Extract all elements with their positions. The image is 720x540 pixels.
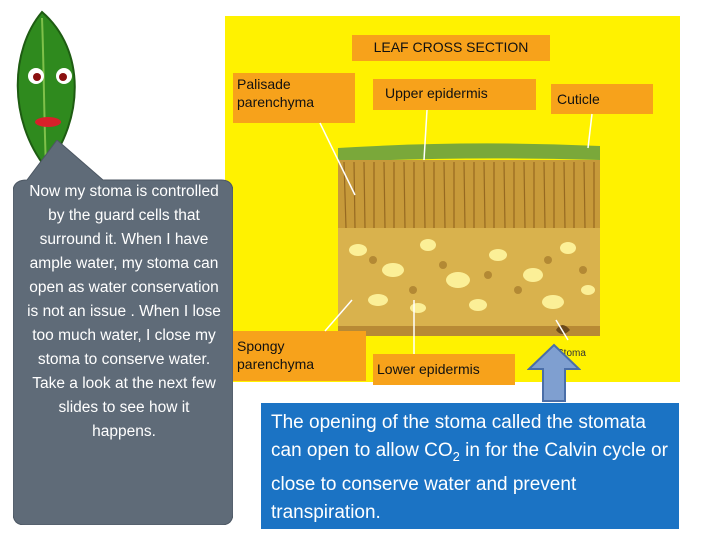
cuticle-layer xyxy=(338,143,600,162)
label-lower-epidermis: Lower epidermis xyxy=(373,354,515,385)
label-cuticle: Cuticle xyxy=(551,84,653,114)
label-palisade-parenchyma: Palisade parenchyma xyxy=(233,73,355,123)
up-arrow-icon xyxy=(527,343,581,402)
info-text-subscript: 2 xyxy=(452,448,460,464)
label-stoma: Stoma xyxy=(557,348,586,359)
diagram-title: LEAF CROSS SECTION xyxy=(352,35,550,61)
info-text-part1: The opening of the stoma called the stom… xyxy=(271,412,646,461)
label-upper-epidermis: Upper epidermis xyxy=(373,79,536,110)
label-spongy-parenchyma: Spongy parenchyma xyxy=(233,331,366,381)
leaf-character-icon xyxy=(16,10,76,170)
leaf-cross-section-image xyxy=(338,140,600,348)
info-text-part2: in for the Calvin cycle or close to cons… xyxy=(271,440,668,523)
lower-epidermis-layer xyxy=(338,326,600,336)
speech-bubble-text: Now my stoma is controlled by the guard … xyxy=(27,183,221,440)
palisade-layer xyxy=(338,160,600,230)
stomata-info-box: The opening of the stoma called the stom… xyxy=(261,403,679,529)
